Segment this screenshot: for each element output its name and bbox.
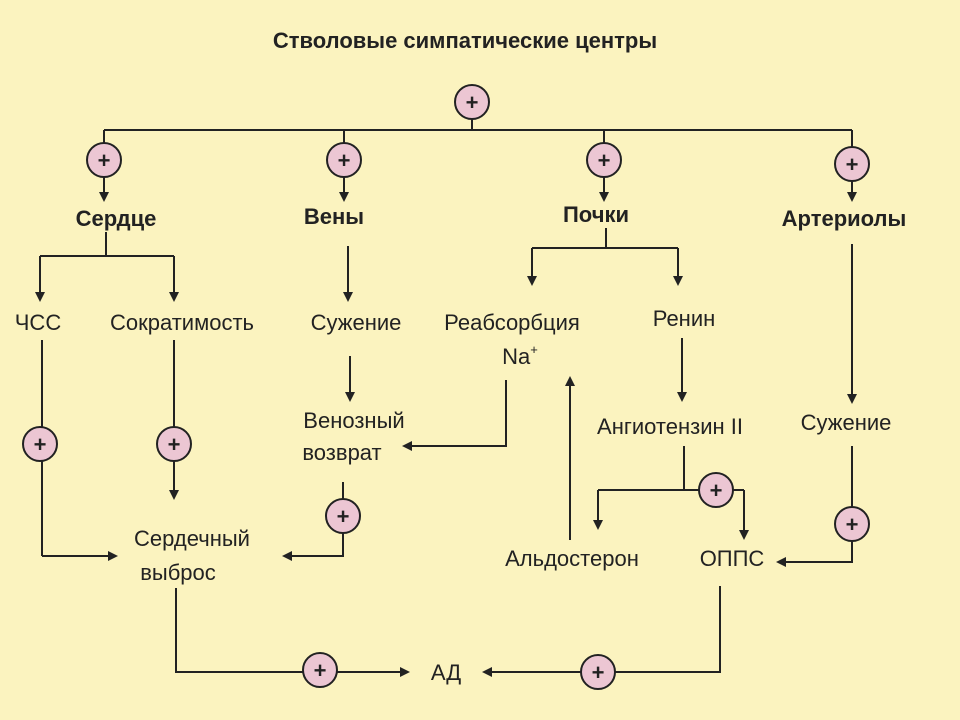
sodium-symbol: Na (502, 344, 531, 369)
node-bp: АД (431, 660, 461, 685)
plus-badge-heart: + (86, 142, 122, 178)
plus-sign: + (466, 90, 479, 115)
node-venous-return-line1: Венозный (303, 408, 404, 433)
sodium-charge: + (530, 342, 538, 357)
node-veins: Вены (304, 204, 364, 229)
plus-sign: + (846, 512, 859, 537)
plus-badge-kidneys: + (586, 142, 622, 178)
arrow-opps-to-bp (482, 586, 721, 677)
node-kidneys: Почки (563, 202, 629, 227)
plus-badge-angiotensin: + (698, 472, 734, 508)
arrow-output-to-bp (175, 588, 410, 677)
node-reabsorption: Реабсорбция (444, 310, 580, 335)
plus-badge-arteriole-constriction: + (834, 506, 870, 542)
plus-sign: + (338, 148, 351, 173)
node-venous-return-line2: возврат (302, 440, 381, 465)
node-cardiac-output-line1: Сердечный (134, 526, 250, 551)
plus-sign: + (710, 478, 723, 503)
arrow-reabsorption-to-return (402, 380, 507, 451)
plus-badge-output-bp: + (302, 652, 338, 688)
plus-badge-hr: + (22, 426, 58, 462)
node-heart: Сердце (76, 206, 157, 231)
plus-badge-venous-return: + (325, 498, 361, 534)
node-cardiac-output-line2: выброс (140, 560, 216, 585)
plus-sign: + (314, 658, 327, 683)
arrow-constriction-to-opps (776, 446, 853, 567)
plus-sign: + (337, 504, 350, 529)
diagram-title: Стволовые симпатические центры (273, 28, 657, 53)
plus-badge-opps-bp: + (580, 654, 616, 690)
node-hr: ЧСС (15, 310, 62, 335)
node-arterioles: Артериолы (782, 206, 907, 231)
node-aldosterone: Альдостерон (505, 546, 639, 571)
plus-sign: + (592, 660, 605, 685)
plus-badge-arterioles: + (834, 146, 870, 182)
plus-sign: + (98, 148, 111, 173)
node-renin: Ренин (653, 306, 716, 331)
plus-badge-contractility: + (156, 426, 192, 462)
plus-sign: + (168, 432, 181, 457)
plus-badge-top: + (454, 84, 490, 120)
node-vein-constriction: Сужение (311, 310, 402, 335)
node-arteriole-constriction: Сужение (801, 410, 892, 435)
plus-sign: + (598, 148, 611, 173)
plus-sign: + (34, 432, 47, 457)
node-angiotensin: Ангиотензин II (597, 414, 743, 439)
plus-badge-veins: + (326, 142, 362, 178)
node-contractility: Сократимость (110, 310, 254, 335)
node-sodium: Na+ (502, 342, 538, 369)
node-opps: ОППС (700, 546, 765, 571)
plus-sign: + (846, 152, 859, 177)
